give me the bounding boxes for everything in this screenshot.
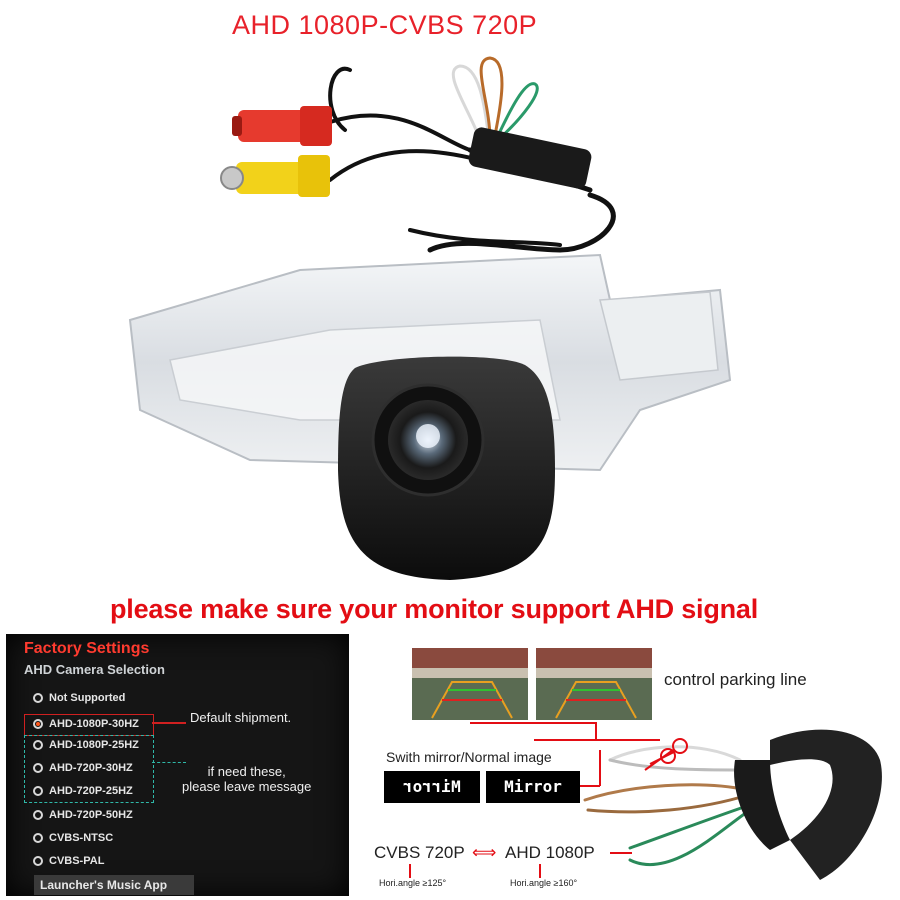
page-title: AHD 1080P-CVBS 720P: [232, 10, 538, 40]
mirror-switch-caption: Swith mirror/Normal image: [386, 749, 552, 765]
swap-arrow-icon: ⟺: [472, 843, 497, 862]
option-not-supported[interactable]: Not Supported: [33, 692, 125, 704]
need-note-line-1: if need these,: [207, 764, 286, 779]
camera-product-image: [128, 56, 732, 580]
parking-preview-normal: [534, 646, 654, 722]
radio-icon: [33, 833, 43, 843]
selected-option-highlight: [24, 714, 154, 736]
ahd-1080p-label: AHD 1080P: [505, 843, 595, 862]
optional-pointer-line: [152, 762, 186, 764]
option-ahd-720p-30hz[interactable]: AHD-720P-30HZ: [33, 762, 133, 774]
cable-plug-icon: [734, 729, 882, 880]
radio-icon: [33, 740, 43, 750]
radio-icon: [33, 693, 43, 703]
parking-preview-mirrored: [410, 646, 530, 722]
parking-scene-image: [536, 648, 652, 720]
normal-image-button[interactable]: Mirror: [486, 771, 580, 803]
option-ahd-720p-25hz[interactable]: AHD-720P-25HZ: [33, 785, 133, 797]
option-cvbs-ntsc[interactable]: CVBS-NTSC: [33, 832, 113, 844]
panel-title: Factory Settings: [24, 640, 150, 657]
launcher-music-app-bar[interactable]: Launcher's Music App: [34, 875, 194, 895]
option-cvbs-pal[interactable]: CVBS-PAL: [33, 855, 104, 867]
cvbs-720p-label: CVBS 720P: [374, 843, 465, 862]
panel-subtitle: AHD Camera Selection: [24, 662, 165, 674]
scissors-icon: [644, 738, 688, 771]
option-ahd-720p-50hz[interactable]: AHD-720P-50HZ: [33, 809, 133, 821]
radio-icon: [33, 786, 43, 796]
need-note-line-2: please leave message: [182, 779, 312, 794]
ahd-angle-label: Hori.angle ≥160°: [510, 878, 578, 888]
optional-options-highlight: [24, 735, 154, 803]
radio-selected-icon: [33, 719, 43, 729]
mirror-image-button[interactable]: Mirror: [384, 771, 480, 803]
radio-icon: [33, 763, 43, 773]
option-ahd-1080p-25hz[interactable]: AHD-1080P-25HZ: [33, 739, 139, 751]
parking-scene-image: [412, 648, 528, 720]
ahd-warning-text: please make sure your monitor support AH…: [110, 594, 759, 624]
cvbs-angle-label: Hori.angle ≥125°: [379, 878, 447, 888]
default-shipment-note: Default shipment.: [190, 710, 292, 725]
control-parking-line-label: control parking line: [664, 670, 807, 689]
radio-icon: [33, 810, 43, 820]
leave-message-note: if need these, please leave message: [182, 764, 311, 794]
radio-icon: [33, 856, 43, 866]
factory-settings-panel: Factory Settings AHD Camera Selection No…: [6, 634, 349, 896]
option-ahd-1080p-30hz[interactable]: AHD-1080P-30HZ: [33, 718, 139, 730]
default-pointer-line: [152, 722, 186, 724]
